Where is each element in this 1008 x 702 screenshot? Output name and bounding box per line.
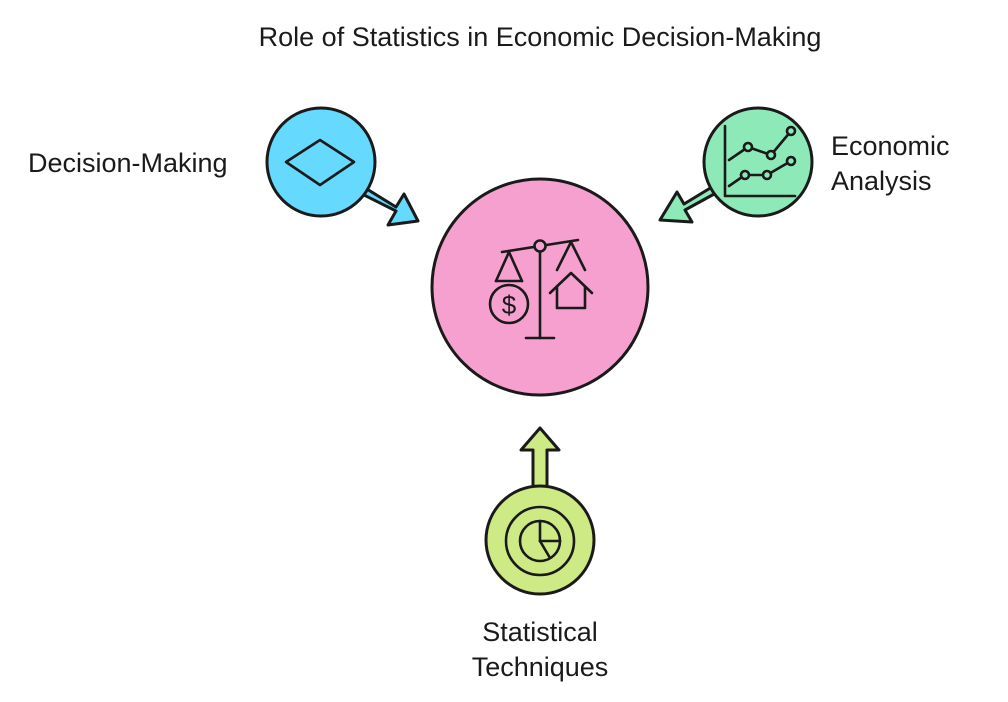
economic-analysis-circle <box>702 106 814 218</box>
economic-analysis-label-line-2: Analysis <box>831 166 932 196</box>
node-decision-making: Decision-Making <box>28 106 420 227</box>
diamond-icon <box>284 138 356 187</box>
decision-making-label: Decision-Making <box>28 148 228 178</box>
arrow-economic-analysis <box>658 185 718 224</box>
balance-scale-dollar-house-icon: $ <box>488 238 594 340</box>
statistical-techniques-label-line-1: Statistical <box>482 617 598 647</box>
economic-analysis-label-line-1: Economic <box>831 131 950 161</box>
arrow-statistical-techniques <box>519 426 561 490</box>
center-node: $ <box>430 177 650 397</box>
decision-making-circle <box>265 106 377 218</box>
pie-chart-target-icon <box>504 505 576 577</box>
svg-text:$: $ <box>502 290 517 320</box>
diagram-title: Role of Statistics in Economic Decision-… <box>259 22 822 52</box>
line-chart-icon <box>723 124 797 198</box>
statistical-techniques-label-line-2: Techniques <box>472 652 609 682</box>
node-economic-analysis: Economic Analysis <box>658 106 950 224</box>
node-statistical-techniques: Statistical Techniques <box>472 426 609 682</box>
